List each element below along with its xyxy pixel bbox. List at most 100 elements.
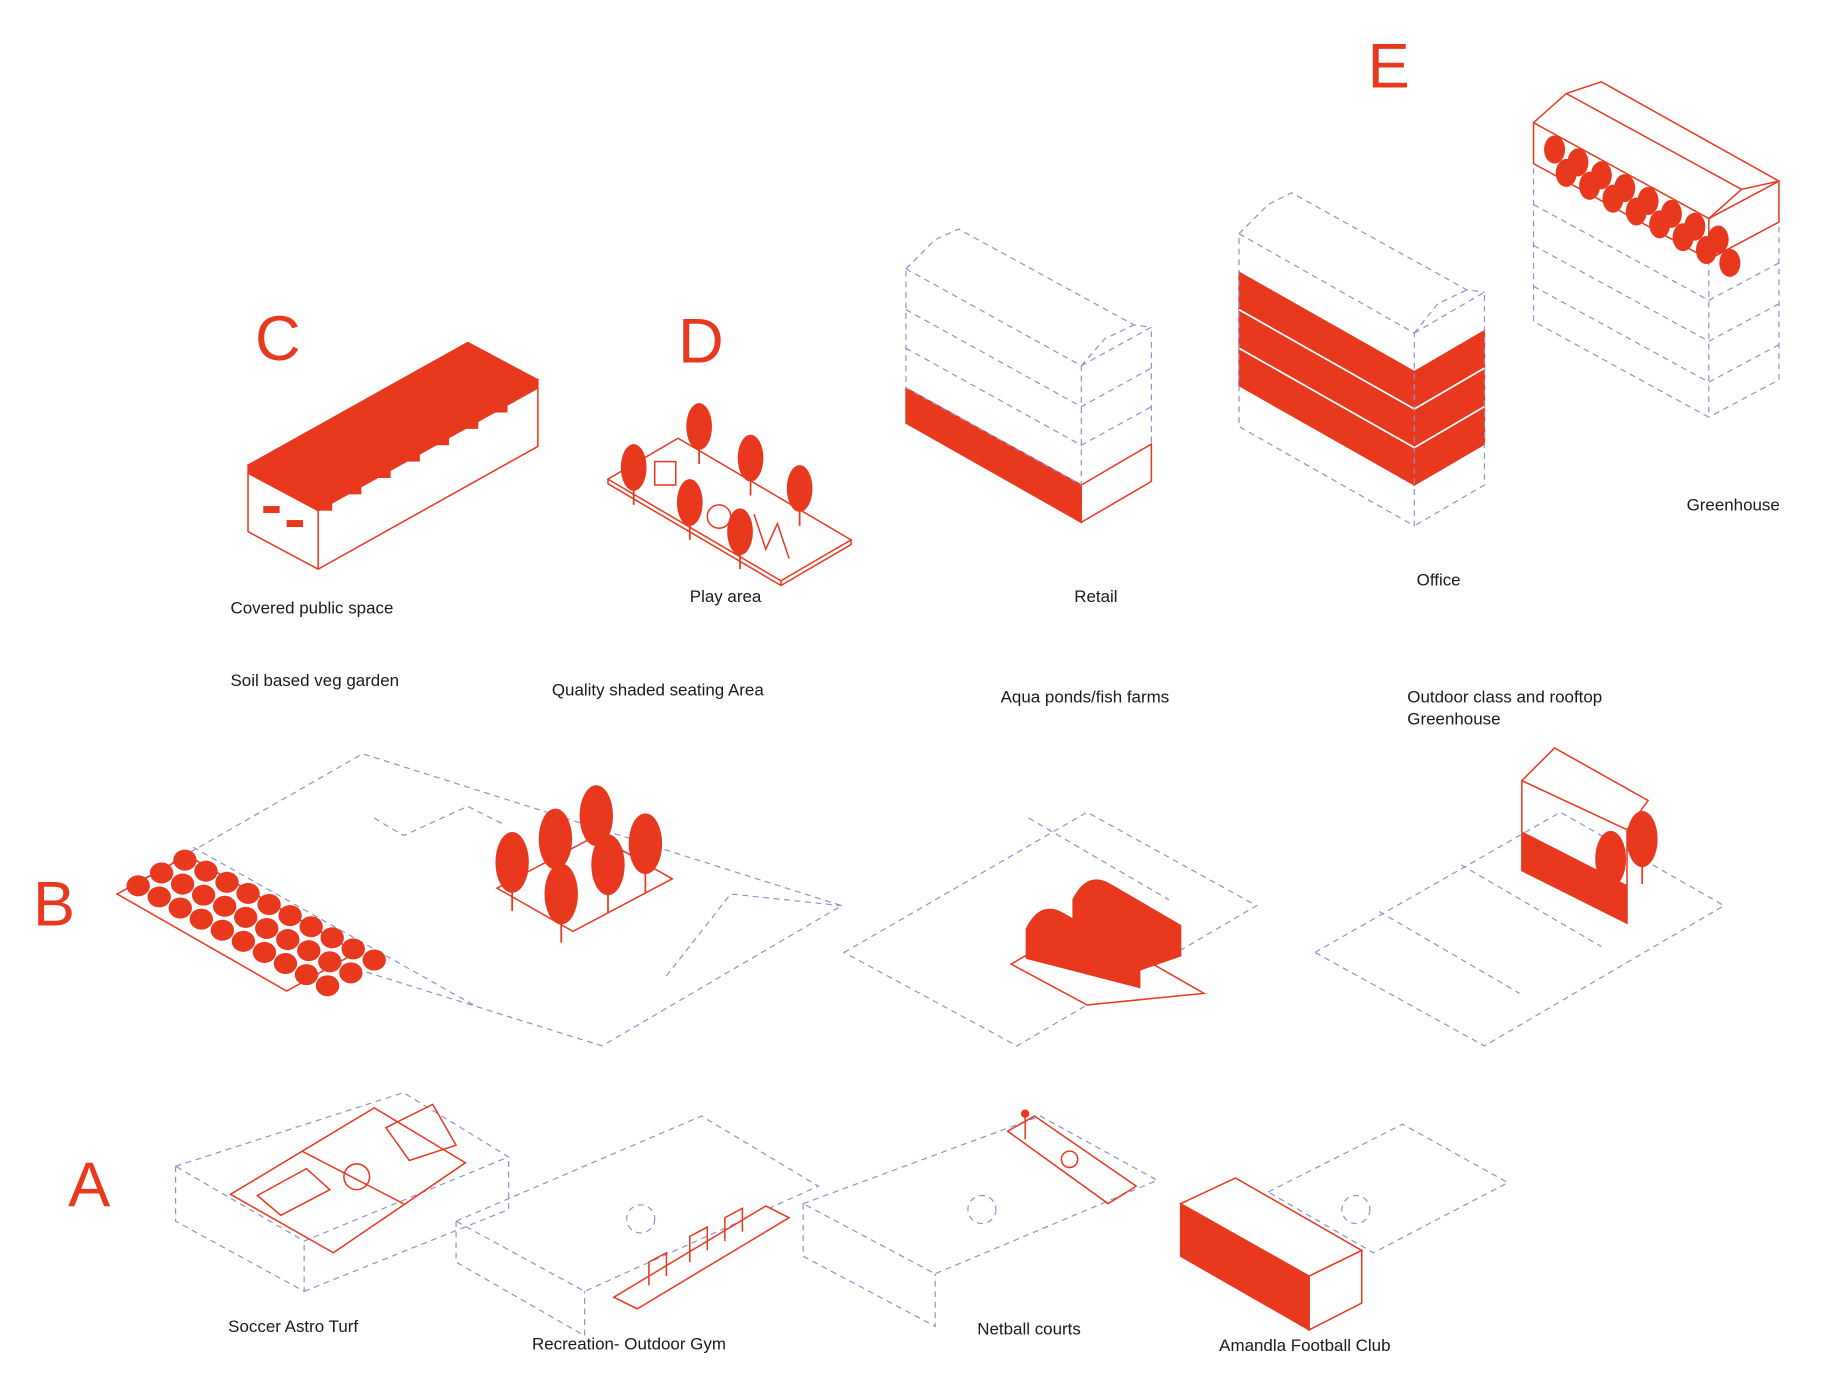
label-retail: Retail [1074, 587, 1117, 606]
plant-icon [231, 930, 256, 952]
plant-icon [149, 862, 174, 884]
plant-icon [273, 953, 298, 975]
level-a-letter: A [68, 1150, 110, 1220]
plant-icon [191, 884, 216, 906]
outdoor-gym-illustration [454, 1115, 820, 1337]
label-outdoor-gym: Recreation- Outdoor Gym [532, 1335, 726, 1354]
plant-icon [341, 938, 365, 960]
plant-icon [189, 908, 213, 930]
level-c-letter: C [255, 304, 301, 374]
plant-icon [297, 940, 321, 962]
bench-icon [292, 489, 309, 497]
tree-icon [628, 813, 663, 875]
plant-icon [1695, 236, 1718, 265]
bench-icon [315, 503, 333, 511]
label-play-area: Play area [690, 587, 762, 606]
label-soccer-astro-turf: Soccer Astro Turf [228, 1317, 358, 1336]
plant-icon [210, 919, 235, 941]
plant-icon [215, 871, 239, 893]
football-club-illustration [1178, 1123, 1510, 1332]
shaded-seating-illustration [495, 785, 674, 943]
bench-icon [350, 456, 368, 464]
plant-icon [252, 941, 277, 963]
office-building-illustration [1238, 192, 1486, 527]
plant-icon [1544, 135, 1566, 164]
plant-icon [318, 951, 342, 973]
label-shaded-seating: Quality shaded seating Area [552, 680, 764, 699]
netball-courts-illustration [801, 1109, 1159, 1328]
label-office: Office [1417, 570, 1461, 589]
bench-icon [380, 440, 397, 448]
tree-icon [676, 479, 703, 526]
bench-icon [374, 470, 391, 478]
play-area-illustration [606, 403, 853, 587]
plant-icon [276, 929, 300, 951]
tree-icon [686, 403, 712, 450]
greenhouse-building-illustration [1532, 80, 1780, 419]
tree-icon [579, 785, 614, 847]
plant-icon [294, 964, 319, 986]
bench-icon [432, 438, 450, 446]
plant-icon [320, 927, 344, 949]
plant-icon [339, 962, 363, 984]
bench-icon [467, 391, 485, 399]
plant-icon [1555, 158, 1577, 187]
plant-icon [173, 849, 197, 871]
tree-icon [620, 444, 647, 491]
label-greenhouse: Greenhouse [1687, 496, 1780, 515]
plant-icon [126, 875, 150, 897]
level-d-letter: D [678, 306, 724, 376]
plant-icon [168, 897, 192, 919]
plant-icon [147, 886, 171, 908]
plant-icon [170, 873, 195, 895]
soccer-astro-turf-illustration [174, 1092, 510, 1293]
level-b-letter: B [33, 870, 75, 940]
bench-icon [345, 487, 362, 495]
aqua-ponds-illustration [1009, 879, 1207, 1006]
label-netball-courts: Netball courts [977, 1320, 1081, 1339]
tree-icon [1626, 811, 1658, 868]
plant-icon [1579, 171, 1601, 200]
label-aqua-ponds: Aqua ponds/fish farms [1001, 687, 1170, 706]
tree-icon [495, 832, 529, 893]
tree-icon [727, 508, 753, 556]
retail-building-illustration [905, 228, 1153, 524]
plant-icon [1719, 248, 1741, 277]
tree-icon [1595, 830, 1627, 887]
bench-icon [321, 473, 339, 481]
plant-icon [278, 905, 302, 927]
label-covered-public-space: Covered public space [231, 599, 394, 618]
plant-icon [257, 893, 281, 916]
bench-icon [409, 424, 426, 432]
label-soil-veg-garden: Soil based veg garden [231, 671, 400, 690]
tree-icon [737, 434, 764, 482]
level-b-plots [115, 753, 1726, 1047]
label-football-club: Amandla Football Club [1219, 1336, 1390, 1355]
plant-icon [212, 895, 237, 917]
plant-icon [362, 949, 386, 971]
tree-icon [538, 808, 573, 870]
level-e-letter: E [1368, 32, 1410, 102]
plant-icon [1625, 197, 1647, 226]
rooftop-greenhouse-illustration [1521, 746, 1658, 925]
plant-icon [234, 906, 258, 928]
label-outdoor-class-line2: Greenhouse [1407, 710, 1500, 729]
tree-icon [786, 465, 813, 512]
bench-icon [438, 407, 455, 415]
plant-icon [315, 975, 340, 997]
covered-public-space-illustration [246, 341, 540, 570]
plant-icon [236, 882, 260, 904]
bench-icon [461, 421, 479, 429]
bench-icon [403, 454, 420, 462]
plant-icon [255, 917, 279, 939]
label-outdoor-class-line1: Outdoor class and rooftop [1407, 687, 1602, 706]
bench-icon [491, 405, 508, 413]
veg-garden-illustration [115, 849, 386, 997]
bench-icon [263, 506, 280, 514]
plant-icon [299, 916, 323, 938]
bench-icon [286, 520, 303, 528]
tree-icon [591, 834, 625, 896]
plant-icon [1602, 184, 1624, 213]
